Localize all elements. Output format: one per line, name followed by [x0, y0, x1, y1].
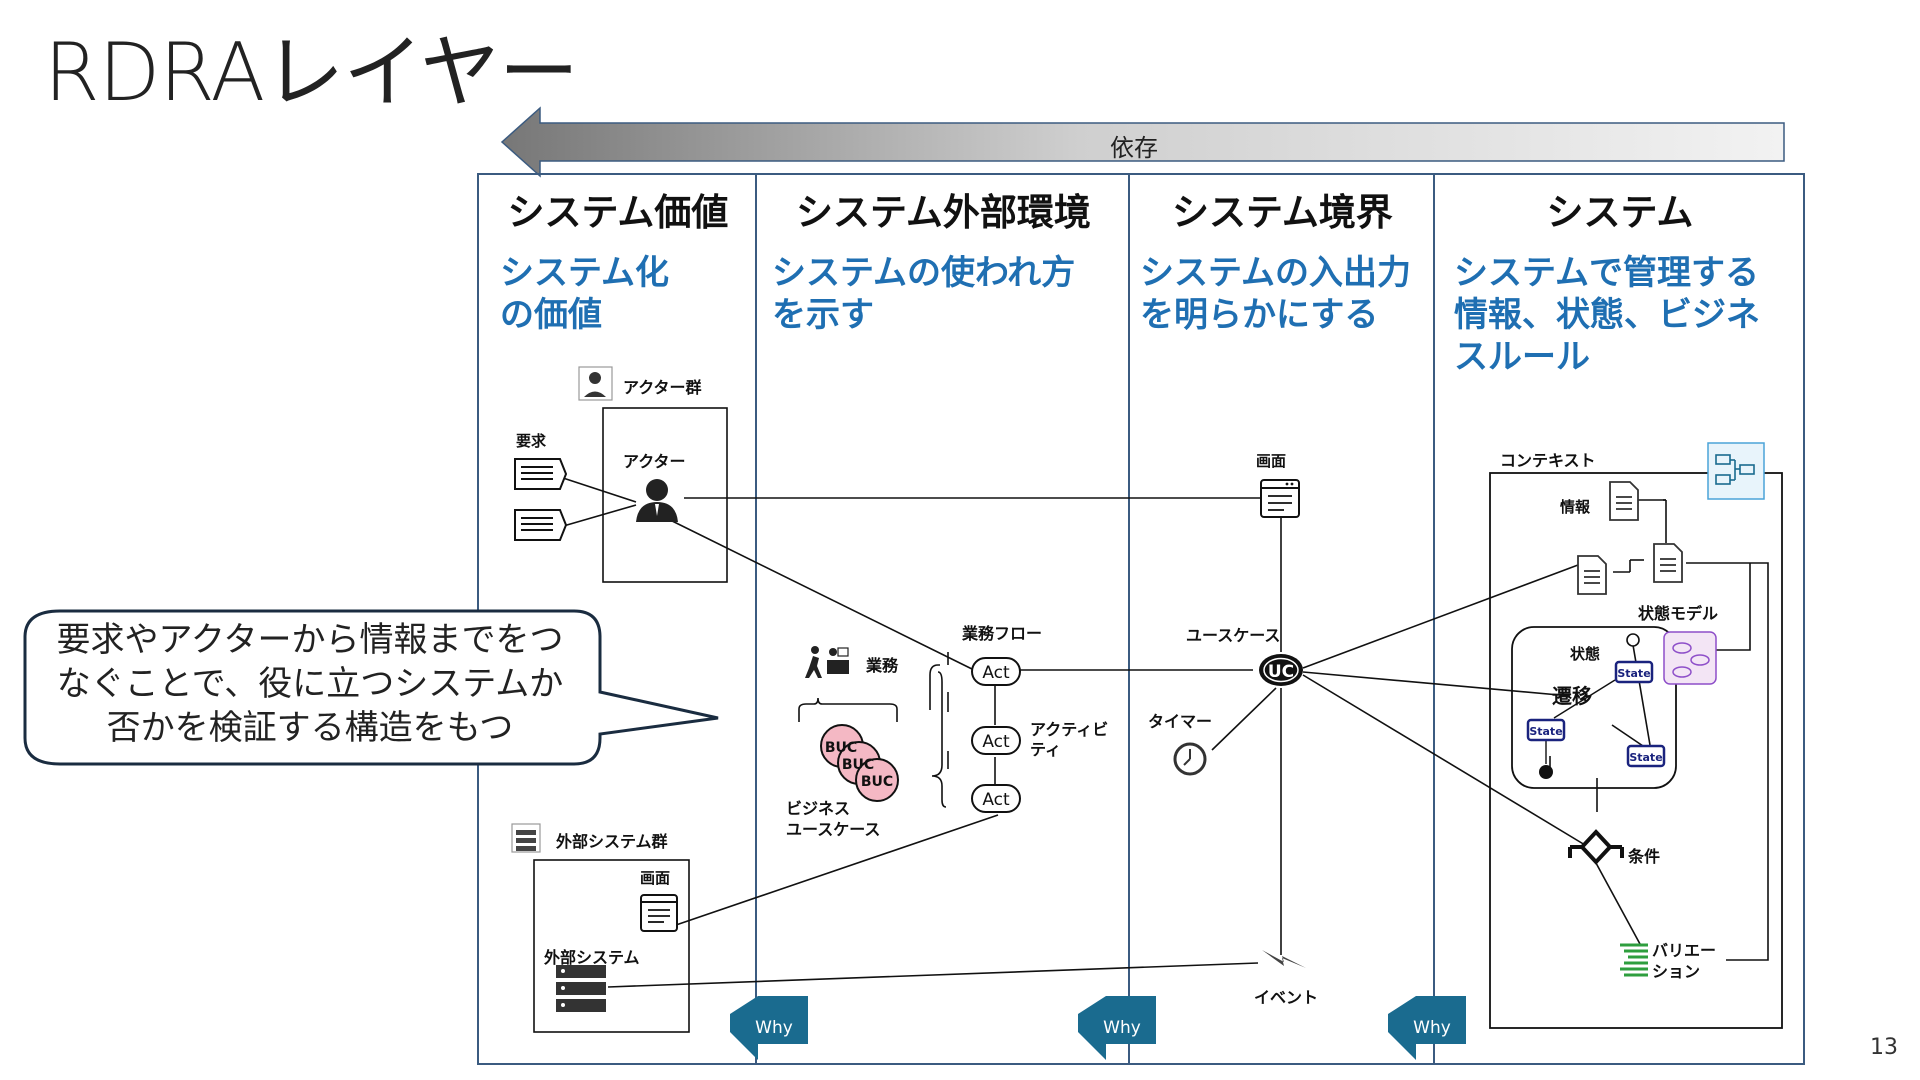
variation-label: バリエー ション	[1652, 940, 1716, 982]
business-label: 業務	[866, 656, 899, 675]
dependency-arrow	[500, 106, 1785, 178]
why-label-1: Why	[755, 1018, 793, 1038]
state-model-box	[1511, 626, 1717, 789]
server-icon	[556, 965, 606, 1012]
actor-group-label: アクター群	[623, 378, 702, 397]
event-icon	[1262, 950, 1306, 968]
business-brace	[798, 671, 947, 808]
desc-line: の価値	[500, 295, 602, 335]
buc-circles	[820, 724, 899, 802]
column-desc-value: システム化 の価値	[500, 252, 669, 336]
desc-line: システムの使われ方	[772, 253, 1076, 293]
column-desc-environment: システムの使われ方 を示す	[772, 252, 1075, 336]
column-title-value: システム価値	[507, 191, 729, 234]
state-chip-1: State	[1617, 667, 1650, 680]
actor-group	[578, 366, 728, 583]
screen-icon	[1260, 479, 1300, 518]
requirement-icon	[514, 458, 568, 541]
activity-label: アクティビ ティ	[1030, 720, 1108, 760]
context-icon	[1715, 454, 1755, 485]
state-label: 状態	[1570, 645, 1601, 663]
state-model-label: 状態モデル	[1638, 604, 1719, 623]
state-diagram	[1539, 633, 1640, 779]
act-pills	[971, 657, 1021, 813]
callout-text: 要求やアクターから情報までをつなぐことで、役に立つシステムか否かを検証する構造を…	[56, 620, 564, 748]
state-chip-3: State	[1629, 751, 1662, 764]
state-chip-2: State	[1529, 725, 1562, 738]
variation-line: バリエー	[1652, 941, 1717, 960]
callout-bubble	[23, 609, 719, 766]
business-icon	[805, 646, 849, 678]
actor-icon	[636, 479, 678, 522]
column-title-system: システム	[1546, 191, 1694, 234]
desc-line: システムの入出力	[1140, 253, 1411, 293]
requirement-label: 要求	[516, 432, 547, 450]
page-number: 13	[1870, 1035, 1898, 1060]
business-usecase-label: ビジネス ユースケース	[786, 798, 880, 840]
timer-icon	[1173, 742, 1207, 776]
desc-line: システム化	[500, 253, 669, 293]
buc-label-3: BUC	[861, 774, 893, 790]
column-desc-system: システムで管理する 情報、状態、ビジネ スルール	[1454, 252, 1760, 378]
page-title: RDRAレイヤー	[44, 26, 579, 119]
why-label-2: Why	[1103, 1018, 1141, 1038]
usecase-label: ユースケース	[1186, 626, 1281, 645]
dependency-label: 依存	[1110, 134, 1158, 162]
condition-icon	[1568, 829, 1624, 865]
information-icons	[1577, 481, 1683, 595]
why-arrows	[730, 996, 1466, 1060]
uc-label: UC	[1268, 662, 1294, 682]
desc-line: 情報、状態、ビジネ	[1454, 295, 1760, 335]
information-label: 情報	[1560, 498, 1591, 516]
external-screen-icon	[640, 894, 678, 932]
column-desc-boundary: システムの入出力 を明らかにする	[1140, 252, 1411, 336]
transition-label: 遷移	[1552, 684, 1592, 708]
screen-label: 画面	[1256, 452, 1287, 470]
external-system-label: 外部システム	[544, 948, 640, 967]
usecase-icon	[1259, 654, 1303, 686]
variation-line: ション	[1652, 962, 1701, 981]
actor-label: アクター	[623, 452, 686, 471]
desc-line: スルール	[1454, 337, 1590, 377]
external-system-group	[511, 823, 690, 1033]
act-label-2: Act	[982, 732, 1010, 752]
connection-lines	[559, 476, 1769, 988]
act-label-1: Act	[982, 663, 1010, 683]
activity-line: ティ	[1030, 740, 1062, 759]
event-label: イベント	[1254, 988, 1319, 1007]
act-label-3: Act	[982, 790, 1010, 810]
actor-group-icon	[584, 372, 606, 397]
desc-line: を明らかにする	[1140, 295, 1379, 335]
why-label-3: Why	[1413, 1018, 1451, 1038]
buc-label-2: BUC	[842, 757, 874, 773]
buc-label-1: BUC	[825, 740, 857, 756]
external-screen-label: 画面	[640, 869, 671, 887]
icon-glyph-texts: Act Act Act BUC BUC BUC UC	[825, 662, 1294, 810]
external-system-group-label: 外部システム群	[556, 832, 668, 851]
buc-line: ユースケース	[786, 820, 881, 839]
state-chips: State State State	[1526, 660, 1666, 768]
activity-line: アクティビ	[1030, 720, 1109, 739]
timer-label: タイマー	[1148, 712, 1213, 731]
desc-line: システムで管理する	[1454, 253, 1759, 293]
desc-line: を示す	[772, 295, 874, 335]
condition-label: 条件	[1628, 847, 1661, 866]
why-labels: Why Why Why	[755, 1018, 1451, 1038]
buc-line: ビジネス	[786, 799, 851, 818]
context-label: コンテキスト	[1500, 451, 1596, 470]
column-title-environment: システム外部環境	[796, 191, 1091, 234]
variation-icon	[1620, 943, 1648, 977]
business-flow-label: 業務フロー	[962, 624, 1043, 643]
column-title-boundary: システム境界	[1172, 191, 1393, 234]
